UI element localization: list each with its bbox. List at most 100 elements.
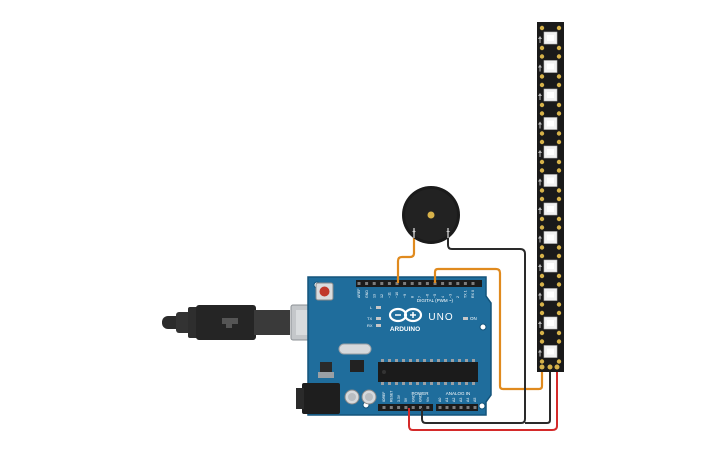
atmega-chip — [378, 359, 478, 385]
digital-pin-label: 7 — [418, 296, 422, 298]
digital-pin-label: ~10 — [395, 292, 399, 298]
strip-led[interactable] — [538, 111, 562, 136]
power-header-label: POWER — [411, 391, 429, 396]
strip-led[interactable] — [538, 310, 562, 336]
digital-pin-label: 13 — [372, 294, 376, 298]
analog-header[interactable] — [436, 404, 478, 411]
strip-led[interactable] — [538, 139, 562, 165]
digital-pin[interactable] — [357, 282, 361, 285]
strip-led[interactable] — [538, 196, 562, 222]
strip-led[interactable] — [538, 168, 562, 193]
analog-pin-label: A2 — [452, 398, 456, 402]
analog-pin-label: A0 — [438, 398, 442, 402]
strip-led[interactable] — [538, 282, 562, 307]
digital-pin[interactable] — [365, 282, 369, 285]
digital-pin-label: GND — [365, 290, 369, 298]
digital-pin-label: 4 — [441, 296, 445, 298]
power-pin-label: GND — [411, 394, 415, 402]
model-label: UNO — [428, 312, 453, 323]
digital-pin-label: TX 1 — [464, 290, 468, 298]
strip-led[interactable] — [538, 339, 562, 364]
analog-header-label: ANALOG IN — [446, 391, 471, 396]
arduino-logo — [388, 307, 423, 323]
strip-end-pads — [539, 364, 560, 370]
buzzer-plus-label: + — [412, 229, 416, 236]
analog-pin[interactable] — [452, 406, 456, 409]
digital-pin[interactable] — [425, 282, 429, 285]
digital-pin[interactable] — [448, 282, 452, 285]
led-strip[interactable] — [537, 22, 564, 372]
power-pin-label: GND — [419, 394, 423, 402]
analog-pin-label: A1 — [445, 398, 449, 402]
led-tx-label: TX — [367, 316, 372, 321]
digital-pin[interactable] — [441, 282, 445, 285]
digital-pin[interactable] — [410, 282, 414, 285]
digital-pin-label: ~6 — [426, 294, 430, 298]
analog-pin-label: A5 — [473, 398, 477, 402]
wires[interactable] — [396, 234, 558, 431]
power-pin[interactable] — [382, 406, 386, 409]
on-label: ON — [470, 316, 477, 321]
wire-strip-gnd-black[interactable] — [525, 370, 551, 424]
digital-pin[interactable] — [380, 282, 384, 285]
digital-pin[interactable] — [433, 282, 437, 285]
analog-pin[interactable] — [473, 406, 477, 409]
piezo-buzzer[interactable]: + − — [402, 186, 460, 244]
digital-pin-label: ~11 — [388, 292, 392, 298]
wire-data-orange[interactable] — [433, 267, 544, 391]
analog-pin-label: A4 — [466, 398, 470, 402]
power-pin[interactable] — [389, 406, 393, 409]
strip-led[interactable] — [538, 253, 562, 279]
digital-pin[interactable] — [395, 282, 399, 285]
power-pin[interactable] — [404, 406, 408, 409]
digital-pin-label: ~9 — [403, 294, 407, 298]
dc-power-jack[interactable] — [302, 383, 340, 414]
buzzer-center-hole — [427, 211, 435, 219]
led-l-label: L — [370, 305, 373, 310]
wire-buzzer-plus-orange[interactable] — [396, 234, 416, 283]
strip-led[interactable] — [538, 225, 562, 250]
digital-pin-label: 12 — [380, 294, 384, 298]
led-rx-label: RX — [367, 323, 373, 328]
power-pin[interactable] — [397, 406, 401, 409]
digital-pin[interactable] — [372, 282, 376, 285]
digital-pin-label: ~5 — [433, 294, 437, 298]
digital-pin[interactable] — [403, 282, 407, 285]
wire-5v-red[interactable] — [408, 370, 558, 431]
analog-pin-label: A3 — [459, 398, 463, 402]
brand-label: ARDUINO — [390, 326, 420, 333]
power-pin-label: 5V — [404, 397, 408, 402]
digital-pin-label: RX 0 — [471, 290, 475, 298]
strip-led[interactable] — [538, 54, 562, 79]
digital-pin[interactable] — [471, 282, 475, 285]
digital-pin-label: 2 — [456, 296, 460, 298]
analog-pin[interactable] — [438, 406, 442, 409]
capacitors — [344, 389, 377, 405]
digital-pin-label: AREF — [357, 288, 361, 298]
strip-led[interactable] — [538, 82, 562, 108]
power-pin-label: 3.3V — [397, 394, 401, 402]
power-pin-label: Vin — [426, 397, 430, 402]
analog-pin[interactable] — [466, 406, 470, 409]
digital-header-label: DIGITAL (PWM ~) — [417, 298, 454, 303]
power-pin-label: IOREF — [382, 392, 386, 402]
analog-pin[interactable] — [445, 406, 449, 409]
digital-pin-label: 8 — [410, 296, 414, 298]
wire-buzzer-minus-black[interactable] — [421, 234, 526, 424]
buzzer-minus-label: − — [446, 229, 450, 236]
power-pin[interactable] — [411, 406, 415, 409]
digital-pin-label: ~3 — [448, 294, 452, 298]
power-pin[interactable] — [419, 406, 422, 409]
digital-pin[interactable] — [463, 282, 467, 285]
strip-led[interactable] — [538, 25, 562, 51]
power-pin[interactable] — [426, 406, 430, 409]
digital-pin[interactable] — [456, 282, 460, 285]
analog-pin[interactable] — [459, 406, 463, 409]
digital-pin[interactable] — [387, 282, 391, 285]
usb-cable[interactable] — [162, 305, 290, 340]
digital-pin[interactable] — [418, 282, 422, 285]
